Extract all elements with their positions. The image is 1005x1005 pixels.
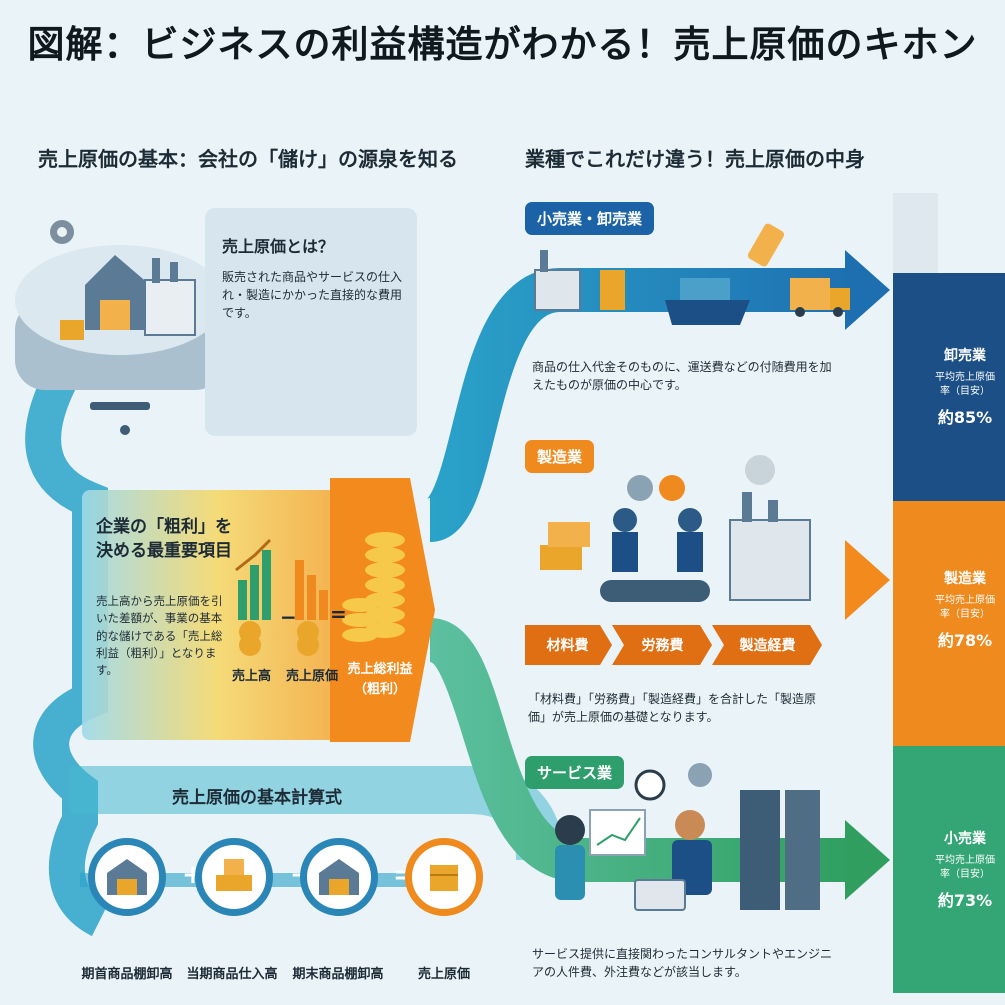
rate-retail: 小売業 平均売上原価率（目安） 約73% — [935, 828, 995, 911]
service-text: サービス提供に直接関わったコンサルタントやエンジニアの人件費、外注費などが該当し… — [532, 947, 833, 979]
minus-sign: − — [280, 605, 297, 629]
rate-wholesale-label: 平均売上原価率（目安） — [935, 372, 995, 397]
manufacturing-illustration — [540, 455, 811, 602]
cost-of-sales-circle — [405, 838, 483, 916]
rate-wholesale: 卸売業 平均売上原価率（目安） 約85% — [935, 345, 995, 428]
gross-profit-heading-line1: 企業の「粗利」を — [96, 517, 232, 537]
cost-chevron-1 — [525, 625, 612, 665]
warehouse-icon — [107, 859, 147, 895]
service-tag: サービス業 — [525, 756, 625, 789]
rate-manufacturing-industry: 製造業 — [944, 571, 986, 587]
rate-manufacturing-value: 約78% — [937, 631, 993, 650]
rate-bar-top — [893, 193, 938, 273]
green-flow-arrow — [845, 820, 890, 900]
gross-profit-result-line1: 売上総利益 — [347, 662, 413, 677]
rate-bar — [893, 273, 1005, 993]
formula-item-opening: 期首商品棚卸高 — [81, 967, 173, 982]
retail-text: 商品の仕入代金そのものに、運送費などの付随費用を加えたものが原価の中心です。 — [532, 360, 832, 392]
formula-item-cost-of-sales: 売上原価 — [417, 967, 470, 982]
definition-text: 販売された商品やサービスの仕入れ・製造にかかった直接的な費用です。 — [222, 270, 403, 320]
retail-illustration — [534, 223, 850, 325]
rate-bar-segment — [893, 273, 1005, 501]
rate-manufacturing-label: 平均売上原価率（目安） — [935, 595, 995, 620]
retail-tag: 小売業・卸売業 — [525, 202, 655, 235]
left-cyan-flow — [25, 371, 110, 937]
page-title: 図解：ビジネスの利益構造がわかる！売上原価のキホン — [27, 23, 978, 66]
orange-flow-arrow — [845, 540, 890, 620]
formula-heading: 売上原価の基本計算式 — [172, 788, 342, 808]
cost-chevron-2 — [612, 625, 712, 665]
rate-wholesale-industry: 卸売業 — [944, 348, 986, 364]
definition-panel — [205, 208, 417, 436]
rate-bar-segment — [893, 501, 1005, 746]
manufacturing-tag: 製造業 — [525, 440, 595, 473]
cost-chart-icon — [295, 560, 328, 656]
cost-label: 売上原価 — [286, 669, 339, 684]
blue-flow-arrow — [845, 250, 890, 330]
left-section-heading: 売上原価の基本：会社の「儲け」の源泉を知る — [38, 147, 458, 171]
cost-item-labor: 労務費 — [641, 638, 684, 654]
gross-profit-heading: 企業の「粗利」を 決める最重要項目 — [96, 516, 232, 564]
rate-bar-segment — [893, 746, 1005, 993]
coin-stack-icon — [342, 532, 405, 642]
rate-retail-industry: 小売業 — [944, 831, 986, 847]
gross-profit-result-line2: （粗利） — [353, 681, 406, 697]
manufacturing-text: 「材料費」「労務費」「製造経費」を合計した「製造原価」が売上原価の基礎となります… — [528, 692, 817, 724]
service-illustration — [555, 763, 820, 911]
definition-question: 売上原価とは？ — [222, 237, 335, 256]
box-stack-icon — [216, 859, 252, 891]
gross-profit-band — [82, 490, 382, 740]
revenue-chart-icon — [235, 538, 272, 656]
box-icon — [430, 865, 458, 891]
rate-wholesale-value: 約85% — [937, 408, 993, 427]
equals-sign: = — [330, 602, 347, 626]
warehouse-icon — [319, 859, 359, 895]
rate-retail-label: 平均売上原価率（目安） — [935, 855, 995, 880]
formula-item-closing: 期末商品棚卸高 — [292, 967, 384, 982]
purchases-circle — [195, 838, 273, 916]
opening-inventory-circle — [88, 838, 166, 916]
closing-inventory-circle — [300, 838, 378, 916]
cost-chevron-3 — [712, 625, 822, 665]
rate-manufacturing: 製造業 平均売上原価率（目安） 約78% — [935, 568, 995, 651]
right-section-heading: 業種でこれだけ違う！売上原価の中身 — [525, 147, 865, 171]
cost-item-materials: 材料費 — [546, 638, 589, 654]
gross-profit-heading-line2: 決める最重要項目 — [96, 540, 232, 561]
formula-item-purchases: 当期商品仕入高 — [186, 967, 278, 982]
rate-retail-value: 約73% — [937, 891, 993, 910]
revenue-label: 売上高 — [232, 669, 272, 684]
cost-item-overhead: 製造経費 — [739, 638, 796, 654]
platform-illustration — [15, 220, 225, 435]
gross-profit-text: 売上高から売上原価を引いた差額が、事業の基本的な儲けである「売上総利益（粗利）」… — [96, 594, 223, 677]
gross-profit-result: 売上総利益 （粗利） — [340, 660, 420, 699]
